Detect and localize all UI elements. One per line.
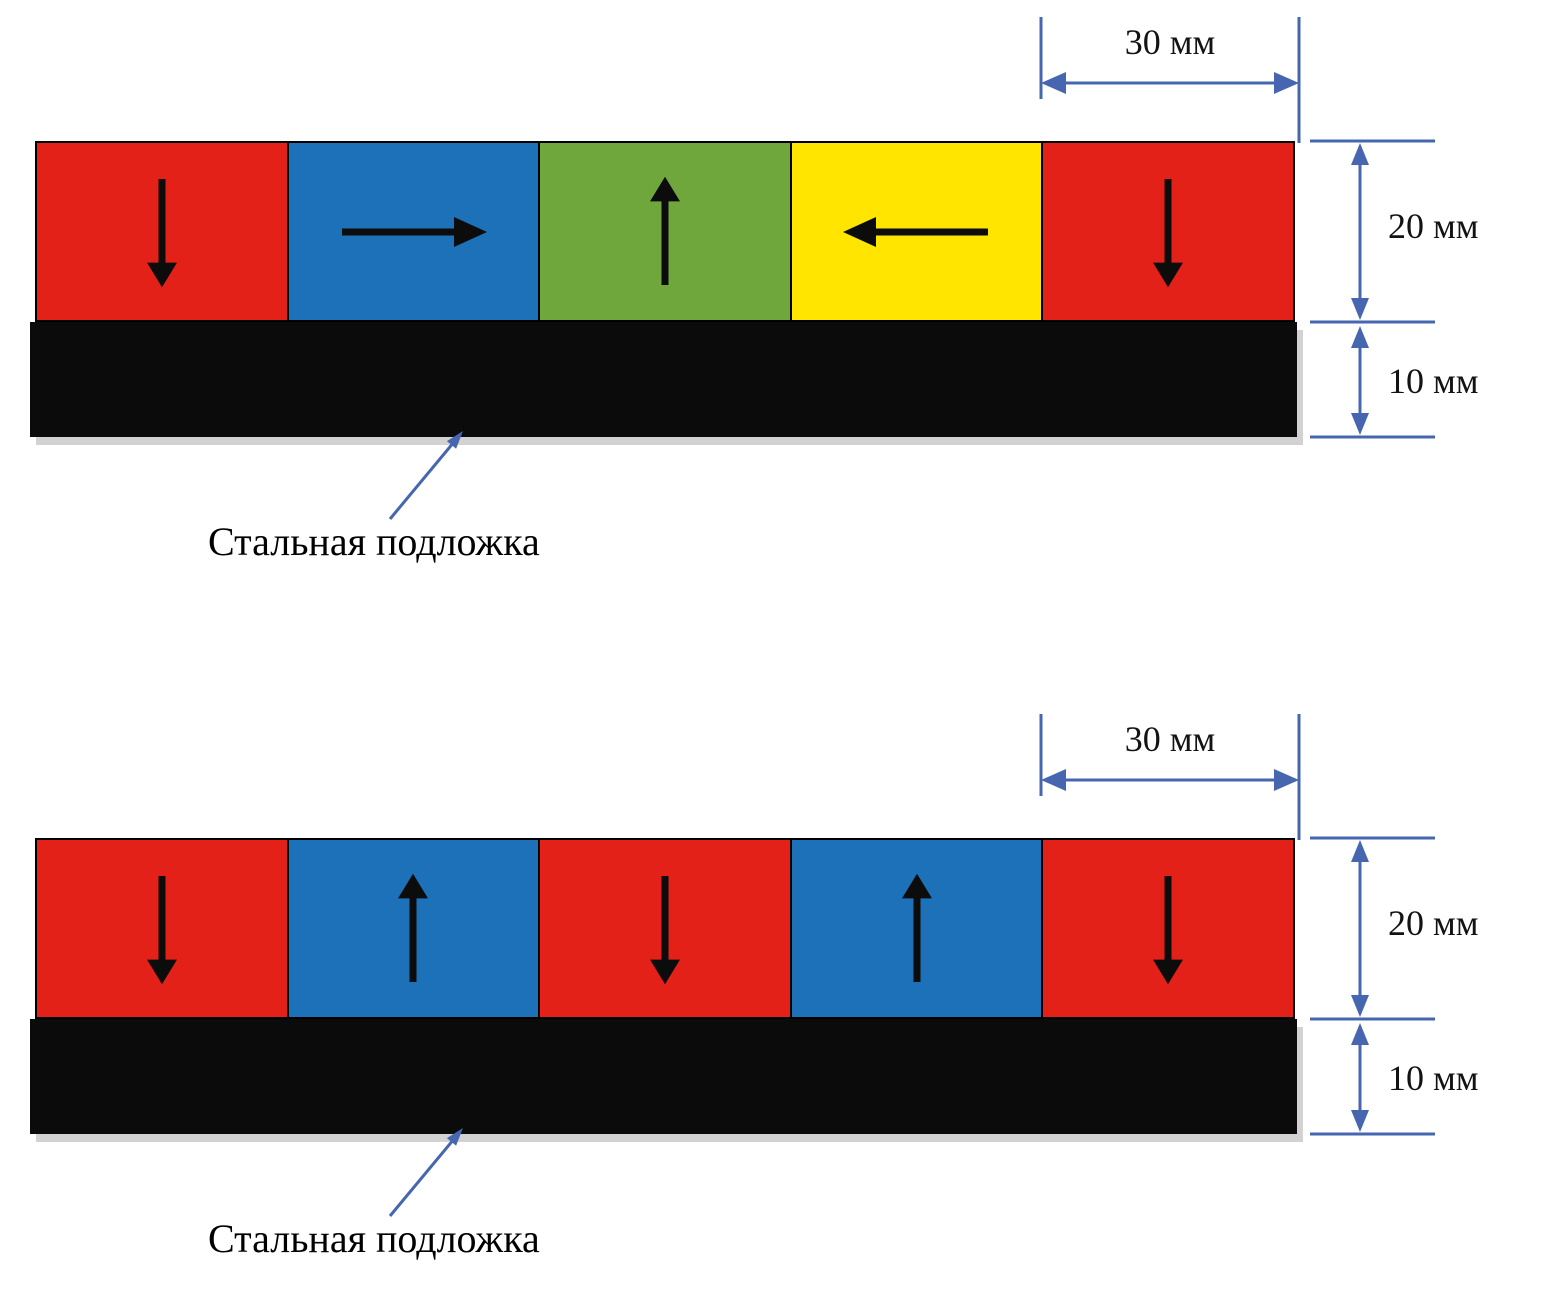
height-dimension-label: 20 мм bbox=[1388, 903, 1479, 943]
magnet-block-red-down bbox=[35, 838, 289, 1019]
substrate-bar bbox=[30, 1019, 1297, 1134]
width-dimension-label: 30 мм bbox=[1124, 22, 1216, 62]
magnet-block-green-up bbox=[540, 141, 792, 322]
magnet-block-red-down bbox=[35, 141, 289, 322]
magnet-row bbox=[35, 141, 1295, 322]
height-dimension-arrows-icon bbox=[1310, 133, 1450, 445]
magnetization-arrow-down-icon bbox=[1148, 176, 1188, 288]
substrate-label: Стальная подложка bbox=[208, 1216, 540, 1261]
magnet-block-red-down bbox=[1043, 838, 1295, 1019]
diagram-alternating-array: 30 мм 20 bbox=[0, 712, 1547, 1297]
diagram-halbach-array: 30 мм 20 bbox=[0, 15, 1547, 600]
magnetization-arrow-up-icon bbox=[897, 873, 937, 985]
magnet-block-blue-right bbox=[288, 141, 541, 322]
magnet-block-blue-up bbox=[791, 838, 1044, 1019]
magnet-row bbox=[35, 838, 1295, 1019]
thickness-dimension-label: 10 мм bbox=[1388, 1058, 1479, 1098]
substrate-leader-arrow-icon bbox=[378, 1124, 478, 1224]
magnet-block-red-down bbox=[1043, 141, 1295, 322]
height-dimension-arrows-icon bbox=[1310, 830, 1450, 1142]
magnetization-arrow-down-icon bbox=[645, 873, 685, 985]
thickness-dimension-label: 10 мм bbox=[1388, 361, 1479, 401]
width-dimension-arrow-icon bbox=[1038, 15, 1302, 145]
magnetization-arrow-up-icon bbox=[645, 176, 685, 288]
magnet-block-blue-up bbox=[288, 838, 541, 1019]
magnet-block-red-down bbox=[540, 838, 792, 1019]
magnetization-arrow-down-icon bbox=[142, 176, 182, 288]
magnetization-arrow-left-icon bbox=[842, 212, 992, 252]
magnetization-arrow-right-icon bbox=[338, 212, 488, 252]
substrate-bar bbox=[30, 322, 1297, 437]
substrate-label: Стальная подложка bbox=[208, 519, 540, 564]
height-dimension-label: 20 мм bbox=[1388, 206, 1479, 246]
magnetization-arrow-up-icon bbox=[393, 873, 433, 985]
magnetization-arrow-down-icon bbox=[1148, 873, 1188, 985]
substrate-leader-arrow-icon bbox=[378, 427, 478, 527]
magnetization-arrow-down-icon bbox=[142, 873, 182, 985]
width-dimension-arrow-icon bbox=[1038, 712, 1302, 842]
width-dimension-label: 30 мм bbox=[1124, 719, 1216, 759]
magnet-block-yellow-left bbox=[791, 141, 1044, 322]
